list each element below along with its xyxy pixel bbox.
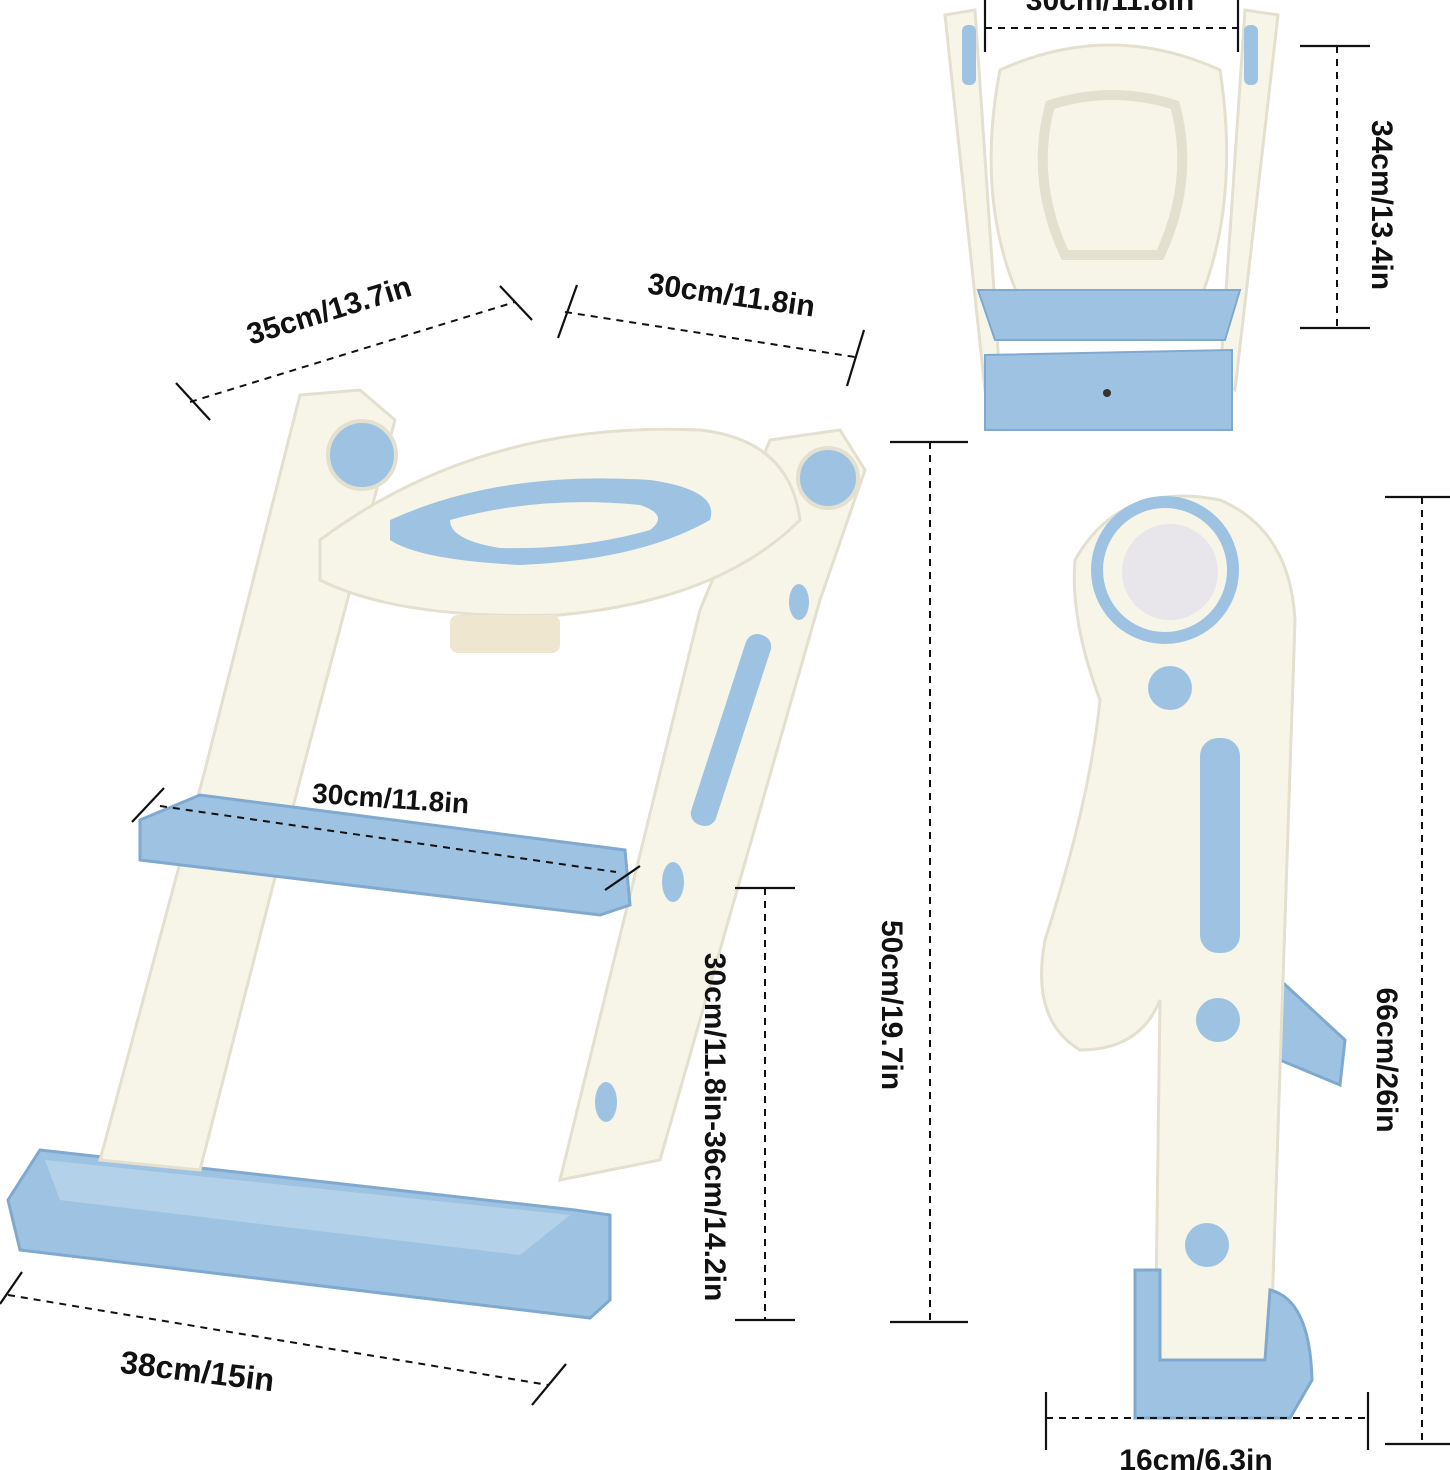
front-right-strip bbox=[1244, 25, 1258, 85]
side-main-rail bbox=[1040, 494, 1297, 1372]
potty-seat-opening bbox=[450, 502, 658, 549]
label-base-width: 38cm/15in bbox=[118, 1344, 276, 1399]
side-view bbox=[1040, 494, 1347, 1420]
label-top-width: 30cm/11.8in bbox=[1026, 0, 1194, 17]
side-handle-inner bbox=[1122, 524, 1218, 620]
label-total-height: 50cm/19.7in bbox=[875, 920, 908, 1090]
bottom-step-top bbox=[45, 1160, 570, 1255]
side-blue-strip bbox=[1200, 738, 1240, 953]
label-side-height: 66cm/26in bbox=[1370, 987, 1403, 1132]
left-handle-hole bbox=[326, 419, 398, 491]
middle-step bbox=[138, 793, 632, 917]
side-knob-1 bbox=[1148, 666, 1192, 710]
knob-2 bbox=[662, 862, 684, 902]
label-side-base-depth: 16cm/6.3in bbox=[1119, 1444, 1272, 1470]
side-knob-2 bbox=[1196, 998, 1240, 1042]
front-view bbox=[943, 8, 1280, 431]
right-handle-hole bbox=[796, 446, 860, 510]
side-handle-ring bbox=[1091, 496, 1239, 644]
right-rail-blue-strip bbox=[690, 633, 772, 827]
knob-1 bbox=[789, 584, 809, 620]
front-seat-blue-step bbox=[976, 289, 1242, 341]
main-ladder-view bbox=[6, 388, 867, 1320]
side-knob-3 bbox=[1185, 1223, 1229, 1267]
side-base bbox=[1133, 1268, 1314, 1420]
label-seat-depth: 35cm/13.7in bbox=[243, 270, 415, 351]
label-seat-width: 30cm/11.8in bbox=[646, 268, 817, 324]
front-seat-opening bbox=[1037, 90, 1188, 260]
front-base-hole bbox=[1103, 389, 1111, 397]
label-step-height: 30cm/11.8in-36cm/14.2in bbox=[698, 953, 731, 1302]
splash-guard bbox=[450, 615, 560, 653]
label-top-depth: 34cm/13.4in bbox=[1365, 120, 1398, 290]
knob-3 bbox=[595, 1082, 617, 1122]
front-left-strip bbox=[962, 25, 976, 85]
